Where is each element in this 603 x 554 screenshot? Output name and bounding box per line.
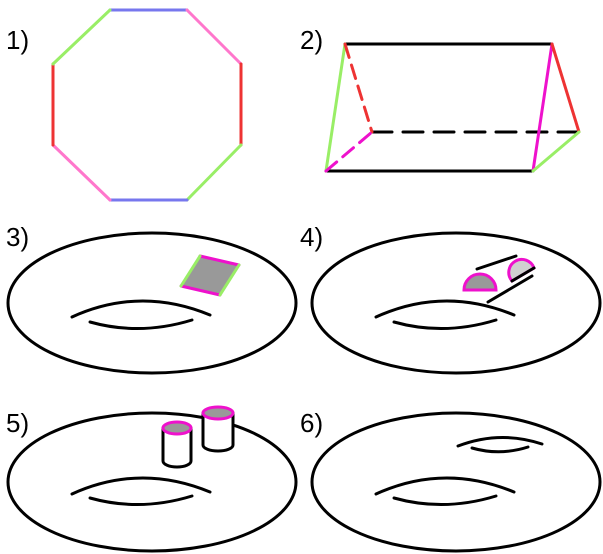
octagon-edge-bottom-left	[51, 143, 112, 202]
prism-right-magenta-edge	[531, 42, 554, 173]
torus-hole-lower-curve	[70, 299, 212, 319]
panel-label-4: 4)	[300, 222, 323, 252]
octagon-edge-top-right	[185, 8, 243, 66]
torus-hole-upper-curve	[392, 318, 498, 331]
prism-left-magenta-dashed-edge	[324, 130, 374, 173]
cylinder-back	[201, 405, 235, 453]
patch-edge-magenta-top	[198, 254, 241, 267]
torus-hole-lower-curve	[70, 476, 212, 496]
cylinder-front	[161, 420, 193, 469]
tube-far-cap	[507, 257, 536, 283]
tube-bottom-edge	[486, 274, 534, 304]
cylinder-pair	[161, 405, 235, 469]
lower-hole-upper-curve	[392, 494, 498, 507]
torus-4	[310, 231, 602, 375]
panel-label-2: 2)	[300, 25, 323, 55]
patch-edge-green-right	[218, 263, 241, 297]
torus-outline	[6, 411, 298, 553]
torus-5	[6, 411, 298, 553]
torus-hole-lower-curve	[374, 299, 516, 319]
cylinder-top-cap	[201, 405, 235, 421]
cylinder-top-cap	[161, 420, 193, 436]
torus-outline	[6, 231, 298, 375]
lower-hole-lower-curve	[374, 476, 516, 496]
panel-label-6: 6)	[300, 408, 323, 438]
surface-outline	[310, 411, 602, 553]
rectangular-patch	[179, 254, 241, 297]
upper-hole-lower-curve	[456, 436, 544, 448]
octagon-edge-top-left	[51, 8, 112, 66]
patch-edge-green-left	[179, 254, 202, 288]
prism-left-red-dashed-edge	[343, 42, 374, 134]
patch-edge-magenta-bottom	[179, 284, 222, 297]
prism-figure	[324, 42, 581, 173]
octagon-edge-bottom-right	[185, 143, 243, 202]
prism-left-green-edge	[324, 42, 347, 173]
prism-right-red-edge	[550, 42, 581, 134]
cylinder-body	[201, 411, 235, 453]
tube-far-seam	[510, 266, 536, 283]
torus-3	[6, 231, 298, 375]
half-tube	[462, 254, 536, 304]
tube-top-edge	[475, 254, 518, 271]
upper-hole-upper-curve	[470, 445, 530, 454]
genus-two-surface	[310, 411, 602, 553]
cylinder-body	[161, 426, 193, 469]
prism-right-green-edge	[531, 130, 581, 173]
panel-label-1: 1)	[6, 25, 29, 55]
panel-label-3: 3)	[6, 222, 29, 252]
panel-label-5: 5)	[6, 408, 29, 438]
octagon-figure	[51, 8, 243, 202]
torus-hole-upper-curve	[88, 494, 194, 507]
torus-outline	[310, 231, 602, 375]
torus-hole-upper-curve	[88, 318, 194, 331]
tube-near-cap	[462, 272, 498, 292]
